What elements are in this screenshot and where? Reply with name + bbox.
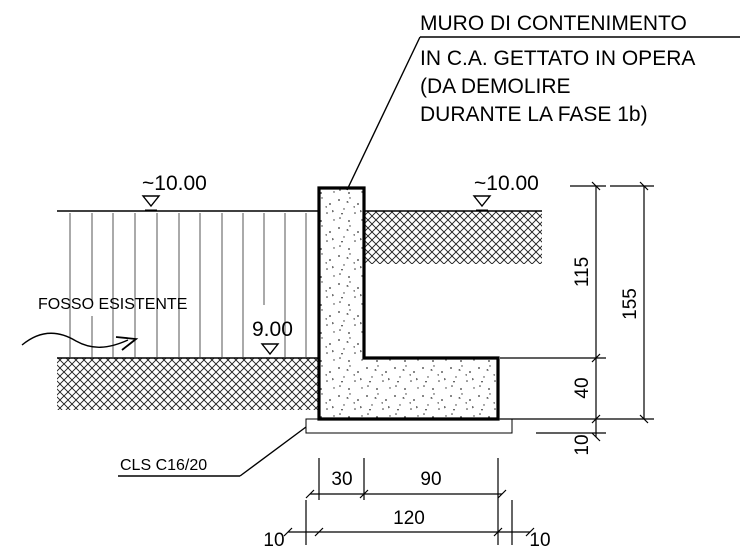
dim-offset-left: 10: [263, 530, 284, 550]
vertical-dimension-lines: [500, 181, 654, 442]
horizontal-dimension-lines: [283, 458, 535, 545]
dim-lean-height: 10: [572, 434, 593, 455]
level-marker-left: [141, 195, 161, 211]
dim-base-width: 120: [393, 508, 425, 529]
dim-upper-height: 115: [572, 257, 593, 287]
dim-offset-right: 10: [529, 530, 550, 550]
l-shaped-retaining-wall: [317, 186, 500, 421]
title-line-4: DURANTE LA FASE 1b): [420, 103, 648, 126]
title-leader: [346, 36, 740, 191]
dim-total-height: 155: [620, 288, 641, 320]
soil-right: [364, 211, 542, 264]
lean-concrete-label: CLS C16/20: [120, 457, 207, 474]
dim-heel-width: 90: [420, 469, 441, 490]
title-line-3: (DA DEMOLIRE: [420, 75, 571, 98]
ditch-water-lines: [69, 213, 307, 357]
soil-left-below-ditch: [57, 358, 319, 410]
level-marker-right: [472, 195, 492, 211]
level-label-left: ~10.00: [142, 172, 207, 195]
dim-stem-width: 30: [331, 469, 352, 490]
lean-concrete-layer: [305, 418, 513, 434]
dim-base-height: 40: [572, 377, 593, 398]
flow-arrow-icon: [21, 332, 139, 351]
level-marker-water: [260, 343, 280, 356]
title-line-2: IN C.A. GETTATO IN OPERA: [420, 47, 695, 70]
level-label-water: 9.00: [252, 318, 293, 341]
title-line-1: MURO DI CONTENIMENTO: [420, 12, 687, 35]
level-label-right: ~10.00: [474, 172, 539, 195]
lean-concrete-leader: [118, 426, 307, 477]
ditch-label: FOSSO ESISTENTE: [38, 296, 187, 313]
